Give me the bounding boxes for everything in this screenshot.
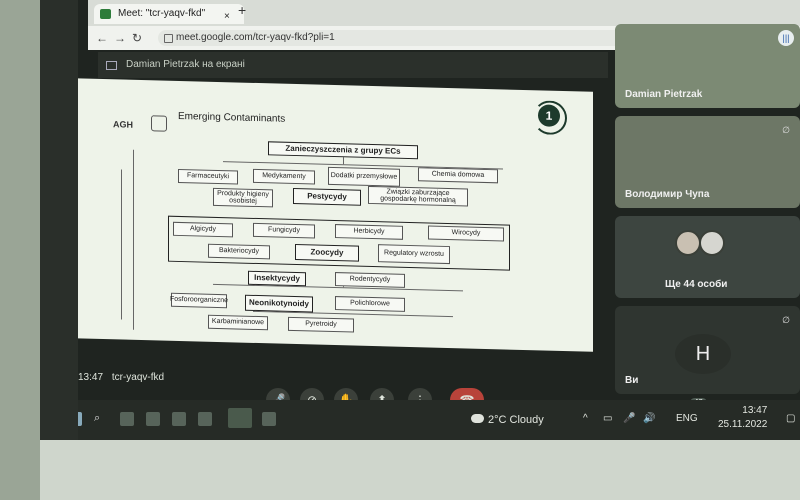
avatar: H bbox=[675, 334, 731, 374]
explorer-icon[interactable] bbox=[146, 412, 160, 426]
mic-tray-icon: 🎤 bbox=[623, 413, 636, 424]
tray-chevron-icon[interactable]: ^ bbox=[583, 413, 588, 424]
notification-icon[interactable]: ▢ bbox=[786, 413, 796, 424]
node-zwiazki: Związki zaburzające gospodarkę hormonaln… bbox=[368, 185, 468, 207]
self-tile[interactable]: ∅ H Ви bbox=[615, 306, 800, 394]
start-icon[interactable] bbox=[78, 412, 82, 426]
avatar bbox=[675, 230, 701, 256]
node-algicydy: Algicydy bbox=[173, 221, 233, 238]
url-input[interactable]: meet.google.com/tcr-yaqv-fkd?pli=1 bbox=[158, 30, 758, 46]
participant-name: Ви bbox=[625, 375, 639, 386]
participant-name: Ще 44 особи bbox=[665, 279, 728, 290]
presenter-banner-text: Damian Pietrzak на екрані bbox=[126, 59, 245, 70]
slide-divider bbox=[133, 149, 134, 330]
browser-tab-bar: Meet: "tcr-yaqv-fkd" × + bbox=[88, 0, 800, 26]
screen-frame bbox=[40, 0, 80, 440]
mic-off-icon: ∅ bbox=[782, 315, 790, 325]
node-zoocydy: Zoocydy bbox=[295, 244, 359, 262]
node-dodatki: Dodatki przemysłowe bbox=[328, 166, 400, 187]
node-karbaminianowe: Karbaminianowe bbox=[208, 314, 268, 331]
node-bakteriocydy: Bakteriocydy bbox=[208, 243, 270, 260]
connector bbox=[253, 310, 453, 318]
present-screen-icon bbox=[106, 61, 117, 70]
clock-date: 25.11.2022 bbox=[718, 419, 768, 430]
mic-off-icon: ∅ bbox=[782, 125, 790, 135]
back-icon[interactable]: ← bbox=[96, 31, 108, 45]
meet-favicon-icon bbox=[100, 9, 111, 19]
windows-taskbar: ⌕ 2°C Cloudy ^ ▭ 🎤 🔊 ENG 13:47 25.11.202… bbox=[78, 400, 800, 440]
url-text: meet.google.com/tcr-yaqv-fkd?pli=1 bbox=[176, 32, 335, 43]
search-icon[interactable]: ⌕ bbox=[94, 412, 101, 424]
slide-title: Emerging Contaminants bbox=[178, 110, 286, 125]
node-higiena: Produkty higieny osobistej bbox=[213, 187, 273, 208]
slide-divider bbox=[121, 169, 122, 320]
weather-text: 2°C Cloudy bbox=[488, 414, 544, 426]
avatar bbox=[699, 230, 725, 256]
reload-icon[interactable]: ↻ bbox=[132, 31, 143, 45]
store-icon[interactable] bbox=[172, 412, 186, 426]
camera-app-icon[interactable] bbox=[262, 412, 276, 426]
new-tab-icon[interactable]: + bbox=[238, 2, 247, 18]
slide-number-badge: 1 bbox=[538, 104, 560, 127]
node-pestycydy: Pestycydy bbox=[293, 187, 361, 206]
node-fosforoorganiczne: Fosforoorganiczne bbox=[170, 292, 228, 309]
meeting-info: 13:47 tcr-yaqv-fkd bbox=[78, 372, 164, 383]
presenter-banner: Damian Pietrzak на екрані bbox=[98, 52, 608, 78]
lock-icon bbox=[164, 34, 173, 43]
participant-name: Володимир Чупа bbox=[625, 189, 710, 200]
node-chemia: Chemia domowa bbox=[418, 167, 498, 184]
browser-tab[interactable]: Meet: "tcr-yaqv-fkd" × bbox=[94, 4, 244, 24]
clock-time: 13:47 bbox=[742, 405, 768, 416]
node-root: Zanieczyszczenia z grupy ECs bbox=[268, 141, 418, 160]
participant-tile[interactable]: ∅ Володимир Чупа bbox=[615, 116, 800, 208]
presentation-slide: AGH Emerging Contaminants 1 Zanieczyszcz… bbox=[78, 78, 593, 352]
close-tab-icon[interactable]: × bbox=[224, 11, 230, 22]
meeting-time: 13:47 bbox=[78, 372, 104, 383]
agh-logo: AGH bbox=[113, 119, 133, 130]
cloud-icon bbox=[471, 414, 484, 423]
node-pyretroidy: Pyretroidy bbox=[288, 316, 354, 333]
participant-tile[interactable]: ||| Damian Pietrzak bbox=[615, 24, 800, 108]
projected-screen: Meet: "tcr-yaqv-fkd" × + ← → ↻ meet.goog… bbox=[78, 0, 800, 440]
node-regulatory: Regulatory wzrostu bbox=[378, 244, 450, 265]
forward-icon[interactable]: → bbox=[114, 31, 126, 45]
taskbar-clock[interactable]: 13:47 25.11.2022 bbox=[718, 404, 767, 432]
more-participants-tile[interactable]: Ще 44 особи bbox=[615, 216, 800, 298]
node-medykamenty: Medykamenty bbox=[253, 168, 315, 185]
language-indicator[interactable]: ENG bbox=[676, 413, 698, 424]
speaker-icon[interactable]: 🔊 bbox=[643, 413, 656, 424]
faculty-logo-icon bbox=[151, 115, 167, 132]
node-wirocydy: Wirocydy bbox=[428, 225, 504, 242]
node-farmaceutyki: Farmaceutyki bbox=[178, 168, 238, 185]
node-herbicydy: Herbicydy bbox=[335, 224, 403, 240]
node-neonikotynoidy: Neonikotynoidy bbox=[245, 294, 313, 313]
node-polichlorowe: Polichlorowe bbox=[335, 296, 405, 312]
connector bbox=[343, 156, 344, 165]
edge-icon[interactable] bbox=[120, 412, 134, 426]
participant-name: Damian Pietrzak bbox=[625, 89, 703, 100]
meeting-code: tcr-yaqv-fkd bbox=[111, 372, 165, 383]
screen-share-tray-icon: ▭ bbox=[603, 413, 613, 424]
node-fungicydy: Fungicydy bbox=[253, 222, 315, 239]
tab-title: Meet: "tcr-yaqv-fkd" bbox=[118, 8, 206, 19]
node-rodentycydy: Rodentycydy bbox=[335, 272, 405, 288]
meet-taskbar-icon[interactable] bbox=[228, 408, 252, 428]
node-insektycydy: Insektycydy bbox=[248, 270, 306, 287]
speaking-icon: ||| bbox=[778, 30, 794, 46]
mail-icon[interactable] bbox=[198, 412, 212, 426]
